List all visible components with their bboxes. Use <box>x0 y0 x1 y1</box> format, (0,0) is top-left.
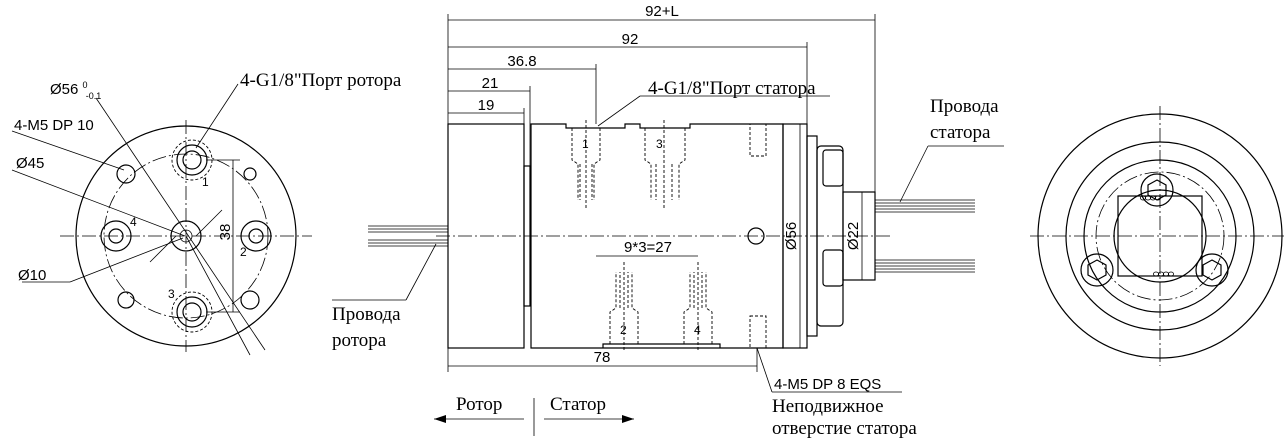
stator-port-4 <box>683 262 713 350</box>
d56-upper-tol: 0 <box>83 80 88 90</box>
dim-36-8-label: 36.8 <box>507 53 536 70</box>
d56-main: Ø56 <box>50 81 78 98</box>
stator-port-number-2: 2 <box>620 323 627 337</box>
port-number-2: 2 <box>240 245 247 259</box>
port-number-4: 4 <box>130 215 137 229</box>
rotor-wires <box>368 225 448 247</box>
hex-bolt-right <box>1195 253 1229 287</box>
stator-wires-label-line2: статора <box>930 122 991 143</box>
m5-hole <box>240 290 260 310</box>
stator-port-3 <box>644 120 686 210</box>
m5-hole <box>116 164 136 184</box>
dim-78-label: 78 <box>594 349 611 366</box>
hex-bolt-left <box>1080 253 1114 287</box>
stator-port-number-1: 1 <box>582 137 589 151</box>
dim-dia22-label: Ø22 <box>845 222 862 250</box>
dim-19-label: 19 <box>478 97 495 114</box>
stator-port-2 <box>609 262 639 350</box>
left-end-view: 38 Ø56 0 -0.1 4-M5 DP 10 Ø45 Ø10 4-G1/8"… <box>11 70 402 356</box>
stator-wires <box>875 199 975 273</box>
body-bottom-step <box>602 343 721 348</box>
wire-bundle-top <box>1140 195 1161 201</box>
right-end-view <box>1030 106 1284 366</box>
dim-body-label: 92 <box>622 31 639 48</box>
stator-hole-line1: Неподвижное <box>772 396 884 417</box>
stator-nut-top <box>822 149 844 187</box>
legend-rotor: Ротор <box>456 394 502 415</box>
d56-label: Ø56 0 -0.1 <box>50 75 101 101</box>
bolt-circle <box>1095 171 1225 301</box>
center-hole-inner <box>179 229 193 243</box>
stator-hole-top <box>749 123 767 157</box>
rotor-port-4 <box>100 220 132 252</box>
flange-circle <box>1065 141 1255 331</box>
port-number-1: 1 <box>202 175 209 189</box>
rotor-wires-label-line2: ротора <box>332 330 387 351</box>
stator-port-label: 4-G1/8"Порт статора <box>648 78 816 99</box>
d45-label: Ø45 <box>16 155 44 172</box>
center-hole <box>170 220 202 252</box>
dim-pitch-label: 9*3=27 <box>624 239 672 256</box>
legend-stator: Статор <box>550 394 606 415</box>
stator-port-number-3: 3 <box>656 137 663 151</box>
d10-label: Ø10 <box>18 267 46 284</box>
dim-38-label: 38 <box>217 224 234 241</box>
stator-pin-hole <box>747 227 765 245</box>
stator-port-1 <box>571 120 601 210</box>
m5-hole <box>117 291 135 309</box>
wire-bundle-bottom <box>1153 271 1174 277</box>
rotor-port-label: 4-G1/8"Порт ротора <box>240 70 402 91</box>
dim-total-label: 92+L <box>645 3 679 20</box>
stator-hole-line2: отверстие статора <box>772 418 917 439</box>
d56-lower-tol: -0.1 <box>86 91 102 101</box>
rotor-port-3 <box>176 296 208 328</box>
stator-nut-bottom <box>822 249 844 287</box>
stator-hole-spec: 4-M5 DP 8 EQS <box>774 376 881 393</box>
m5-hole <box>243 167 257 181</box>
stator-wires-label-line1: Провода <box>930 96 999 117</box>
stator-hole-bottom <box>749 315 767 349</box>
dim-dia56-label: Ø56 <box>783 222 800 250</box>
rotor-wires-label-line1: Провода <box>332 304 401 325</box>
rotor-port-2 <box>240 220 272 252</box>
side-view: 92+L 92 36.8 21 19 78 9*3=27 Ø56 Ø22 4-G… <box>332 3 1004 439</box>
dim-21-label: 21 <box>482 75 499 92</box>
m5-label: 4-M5 DP 10 <box>14 117 94 134</box>
rotor-port-1 <box>176 144 208 176</box>
rotor-stator-legend: Ротор Статор <box>434 394 634 436</box>
stator-port-number-4: 4 <box>694 323 701 337</box>
port-number-3: 3 <box>168 287 175 301</box>
